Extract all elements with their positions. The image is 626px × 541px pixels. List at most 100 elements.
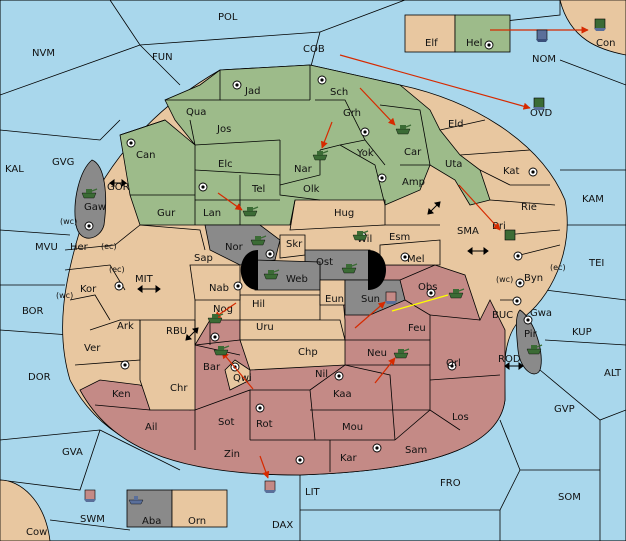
boat-unit-icon[interactable] (536, 29, 548, 42)
province-sun[interactable] (344, 279, 406, 316)
sea-label: GOR (107, 182, 130, 193)
boat-unit-icon[interactable] (533, 97, 545, 110)
fleet-unit-icon[interactable] (263, 269, 280, 280)
land-label: Eun (325, 294, 344, 305)
fleet-unit-icon[interactable] (312, 150, 329, 161)
boat-unit-icon[interactable] (385, 291, 397, 304)
land-label: Sap (194, 253, 213, 264)
land-label: Kat (503, 166, 520, 177)
land-label: Kor (80, 284, 97, 295)
boat-unit-icon[interactable] (264, 480, 276, 493)
sea-label: MIT (135, 274, 154, 285)
fleet-unit-icon[interactable] (81, 188, 98, 199)
supply-center-icon (84, 221, 94, 231)
land-label: Esm (389, 232, 410, 243)
land-label: Elc (218, 159, 233, 170)
supply-center-icon (377, 173, 387, 183)
supply-center-icon (426, 288, 436, 298)
province-hel[interactable] (454, 14, 511, 53)
land-label: Uru (256, 322, 274, 333)
land-label: Her (70, 242, 89, 253)
sea-label: FUN (152, 52, 173, 63)
supply-center-icon (360, 127, 370, 137)
order-arrow (374, 357, 396, 384)
province-pir[interactable] (515, 309, 542, 375)
land-label: Chr (170, 383, 188, 394)
land-label: Orl (446, 358, 461, 369)
land-label: Jad (244, 86, 260, 97)
land-label: Sch (330, 87, 348, 98)
web-cap-left (240, 250, 258, 290)
supply-center-icon (317, 75, 327, 85)
supply-center-icon (334, 371, 344, 381)
coast-markers: (wc) (ec) (ec) (wc) (wc) (ec) (56, 217, 566, 300)
land-label: Gaw (84, 202, 106, 213)
sea-label: OVD (530, 108, 553, 119)
coast-marker: (ec) (101, 242, 117, 251)
land-label: Nor (225, 242, 244, 253)
fleet-unit-icon[interactable] (395, 124, 412, 135)
double-arrow-icon (427, 201, 441, 215)
sea-label: TEI (588, 258, 604, 269)
coast-marker: (wc) (60, 217, 77, 226)
province-gaw[interactable] (74, 159, 106, 239)
sea-label: ROD (498, 354, 521, 365)
land-label: Pir (524, 329, 538, 340)
land-label: Qwi (233, 373, 252, 384)
land-label: Byn (524, 273, 543, 284)
land-label: Uta (445, 159, 462, 170)
sea-label: SWM (80, 514, 105, 525)
province-nor[interactable] (204, 224, 281, 266)
land-label: Sun (361, 294, 380, 305)
fleet-unit-icon[interactable] (213, 345, 230, 356)
boat-unit-icon[interactable] (128, 496, 144, 505)
double-arrow-icon (137, 285, 161, 293)
order-arrow (339, 54, 531, 110)
sea-label: RBU (166, 326, 187, 337)
land-label: Elf (425, 38, 438, 49)
sea-label: GVA (62, 447, 83, 458)
fleet-unit-icon[interactable] (242, 206, 259, 217)
boat-unit-icon[interactable] (84, 489, 96, 502)
land-label: Nil (315, 369, 328, 380)
fleet-unit-icon[interactable] (594, 18, 606, 31)
land-label: Eld (448, 119, 463, 130)
land-label: Ost (316, 257, 333, 268)
sea-label: GVG (52, 157, 74, 168)
supply-center-icon (232, 80, 242, 90)
land-label: Neu (367, 348, 387, 359)
land-label: Rie (521, 202, 537, 213)
supply-center-icon (255, 403, 265, 413)
province-nab[interactable] (189, 264, 241, 301)
province-chp[interactable] (239, 339, 346, 371)
fleet-unit-icon[interactable] (250, 235, 267, 246)
supply-center-icon (513, 251, 523, 261)
fleet-unit-icon[interactable] (393, 348, 410, 359)
sea-label: GVP (554, 404, 575, 415)
order-arrow (259, 455, 270, 479)
fleet-unit-icon[interactable] (352, 230, 369, 241)
supply-center-icon (198, 182, 208, 192)
province-elf[interactable] (404, 14, 456, 53)
province-chr[interactable] (139, 319, 196, 411)
supply-center-icon (265, 249, 275, 259)
fleet-unit-icon[interactable] (526, 344, 543, 355)
sea-label: KAM (582, 194, 604, 205)
supply-center-icon (114, 281, 124, 291)
land-label: Nar (294, 164, 313, 175)
supply-center-icon (210, 332, 220, 342)
land-label: Nab (209, 283, 229, 294)
fleet-unit-icon[interactable] (341, 263, 358, 274)
fleet-unit-icon[interactable] (207, 313, 224, 324)
land-label: Kar (340, 453, 358, 464)
sea-label: POL (218, 12, 238, 23)
province-orn[interactable] (171, 489, 228, 528)
sea-label: FRO (440, 478, 461, 489)
fleet-unit-icon[interactable] (448, 288, 465, 299)
sea-label: NOM (532, 54, 556, 65)
land-label: Grh (343, 108, 361, 119)
web-cap-right (368, 250, 386, 290)
fleet-unit-icon[interactable] (504, 229, 516, 241)
sea-label: SMA (457, 226, 479, 237)
